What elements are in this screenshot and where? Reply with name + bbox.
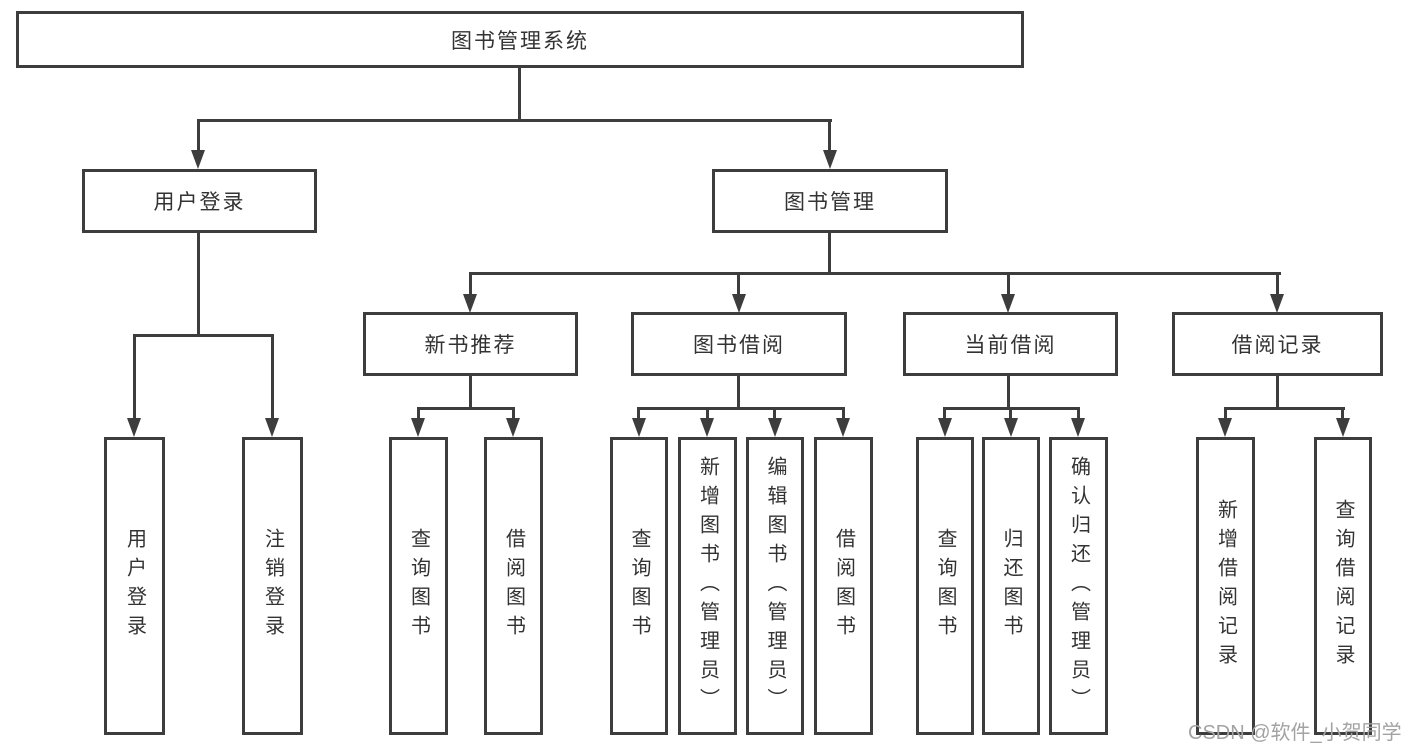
connector-to-bb-borrow [842, 407, 845, 419]
connector-to-cb-confirm [1077, 407, 1080, 419]
connector-borrow-records-split [1224, 407, 1345, 410]
arrowhead-leaf-user-login-icon [127, 418, 141, 437]
node-label: 借阅记录 [1231, 334, 1324, 357]
node-label: 借阅图书 [832, 528, 855, 644]
arrowhead-bb-edit-icon [768, 418, 782, 437]
connector-root-split [197, 119, 832, 122]
node-label: 归还图书 [1000, 528, 1022, 644]
arrowhead-nb-borrow-icon [506, 418, 520, 437]
connector-book-borrowing-split [637, 407, 845, 410]
node-borrow-records: 借阅记录 [1172, 312, 1383, 376]
connector-book-management-split [469, 272, 1281, 275]
connector-user-login-split [133, 334, 274, 337]
connector-book-borrowing-stem [737, 373, 740, 410]
leaf-current-query-books: 查询图书 [916, 437, 974, 735]
node-label: 图书借阅 [693, 334, 785, 357]
arrowhead-leaf-logout-icon [265, 418, 279, 437]
connector-to-bb-query [637, 407, 640, 419]
arrowhead-current-borrowing-icon [1001, 294, 1015, 313]
connector-to-cb-return [1009, 407, 1012, 419]
connector-to-leaf-logout [271, 334, 274, 419]
arrowhead-bb-add-icon [700, 418, 714, 437]
connector-to-bb-edit [773, 407, 776, 419]
arrowhead-br-add-icon [1218, 418, 1232, 437]
node-current-borrowing: 当前借阅 [903, 312, 1118, 376]
connector-to-leaf-user-login [133, 334, 136, 419]
connector-to-current-borrowing [1007, 272, 1010, 295]
connector-user-login-stem [197, 230, 200, 337]
leaf-current-confirm-return-admin: 确认归还（管理员） [1049, 437, 1108, 735]
arrowhead-book-management-icon [823, 150, 837, 169]
leaf-borrowing-query-books: 查询图书 [610, 437, 668, 735]
arrowhead-bb-borrow-icon [836, 418, 850, 437]
arrowhead-borrow-records-icon [1270, 294, 1284, 313]
node-label: 注销登录 [261, 528, 284, 644]
connector-to-new-books [469, 272, 472, 295]
connector-to-nb-query [417, 407, 420, 419]
leaf-current-return-books: 归还图书 [982, 437, 1040, 735]
leaf-newbooks-borrow-books: 借阅图书 [484, 437, 543, 735]
node-root-library-system: 图书管理系统 [16, 11, 1024, 68]
node-label: 查询图书 [934, 528, 956, 644]
node-label: 编辑图书（管理员） [764, 455, 786, 717]
leaf-borrowing-borrow-books: 借阅图书 [814, 437, 873, 735]
node-label: 用户登录 [123, 528, 146, 644]
leaf-records-query-borrow-record: 查询借阅记录 [1314, 437, 1372, 735]
connector-root-stem [518, 66, 521, 122]
arrowhead-br-query-icon [1336, 418, 1350, 437]
connector-to-borrow-records [1276, 272, 1279, 295]
node-label: 确认归还（管理员） [1067, 455, 1090, 717]
arrowhead-bb-query-icon [632, 418, 646, 437]
leaf-borrowing-add-books-admin: 新增图书（管理员） [678, 437, 737, 735]
connector-to-nb-borrow [512, 407, 515, 419]
node-label: 新增图书（管理员） [696, 455, 719, 717]
leaf-user-login: 用户登录 [104, 437, 165, 735]
node-new-book-recommend: 新书推荐 [363, 312, 578, 376]
connector-to-cb-query [943, 407, 946, 419]
connector-to-br-query [1341, 407, 1344, 419]
arrowhead-book-borrowing-icon [732, 294, 746, 313]
node-label: 新增借阅记录 [1214, 499, 1237, 673]
node-label: 图书管理 [784, 191, 876, 214]
connector-current-borrowing-stem [1007, 373, 1010, 410]
connector-to-book-management [828, 119, 831, 152]
arrowhead-cb-return-icon [1004, 418, 1018, 437]
node-label: 查询借阅记录 [1332, 499, 1354, 673]
node-label: 用户登录 [153, 191, 246, 214]
arrowhead-cb-confirm-icon [1071, 418, 1085, 437]
connector-to-book-borrowing [737, 272, 740, 295]
node-label: 图书管理系统 [451, 29, 589, 53]
node-user-login: 用户登录 [82, 169, 317, 233]
node-label: 借阅图书 [502, 528, 525, 644]
arrowhead-user-login-icon [191, 150, 205, 169]
leaf-logout: 注销登录 [242, 437, 303, 735]
leaf-borrowing-edit-books-admin: 编辑图书（管理员） [746, 437, 804, 735]
arrowhead-new-books-icon [463, 294, 477, 313]
connector-to-bb-add [706, 407, 709, 419]
node-label: 当前借阅 [964, 334, 1057, 357]
leaf-newbooks-query-books: 查询图书 [389, 437, 448, 735]
connector-book-management-stem [828, 230, 831, 275]
node-book-management: 图书管理 [712, 169, 948, 233]
connector-new-books-stem [469, 373, 472, 410]
node-label: 新书推荐 [424, 334, 517, 357]
connector-to-br-add [1224, 407, 1227, 419]
leaf-records-add-borrow-record: 新增借阅记录 [1196, 437, 1255, 735]
connector-borrow-records-stem [1276, 373, 1279, 410]
csdn-watermark: CSDN @软件_小贺同学 [1188, 722, 1402, 744]
node-book-borrowing: 图书借阅 [631, 312, 847, 376]
arrowhead-nb-query-icon [411, 418, 425, 437]
arrowhead-cb-query-icon [938, 418, 952, 437]
connector-new-books-split [417, 407, 515, 410]
node-label: 查询图书 [407, 528, 430, 644]
connector-to-user-login [197, 119, 200, 152]
node-label: 查询图书 [628, 528, 650, 644]
